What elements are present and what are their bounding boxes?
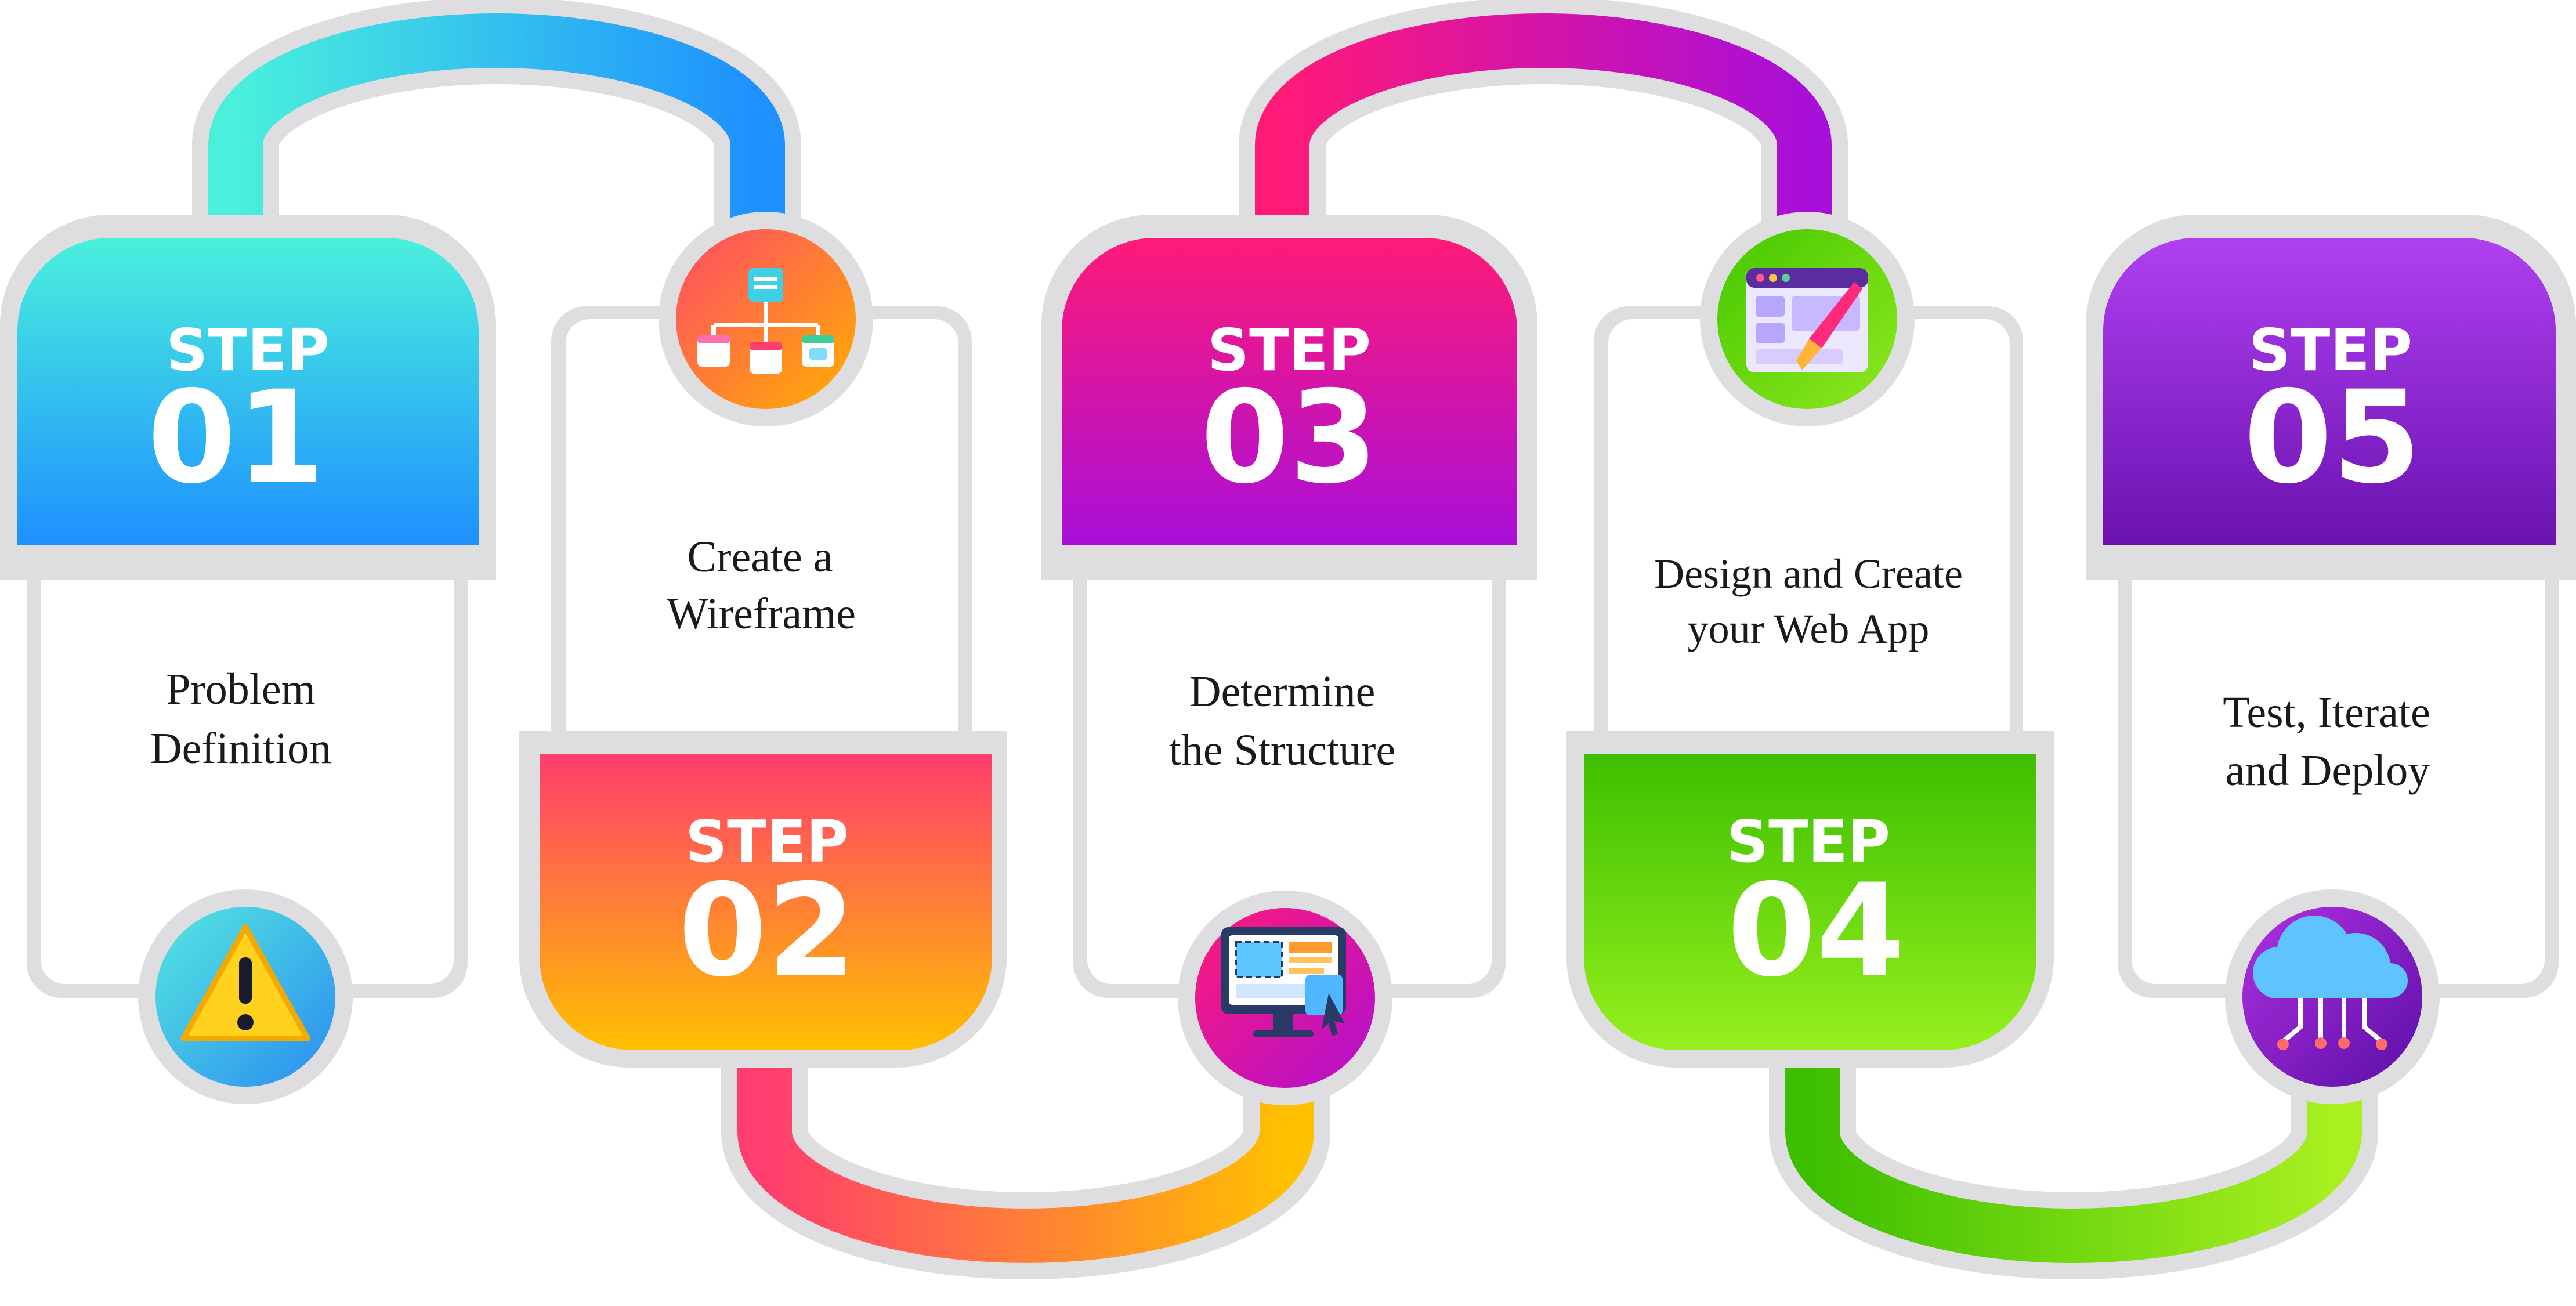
step-card-02: STEP 02 Create a Wireframe — [519, 212, 1007, 1068]
step-desc-03-line1: Determine — [1189, 667, 1376, 716]
step-header-01 — [17, 238, 479, 545]
connector-01-02 — [192, 0, 801, 293]
step-label-05: STEP — [2249, 316, 2412, 384]
step-number-01: 01 — [147, 363, 325, 512]
step-card-01: STEP 01 Problem Definition — [0, 215, 496, 1104]
connector-layer — [192, 0, 2378, 1279]
step-card-03: STEP 03 Determine the Structure — [1041, 215, 1537, 1105]
step-desc-04-line2: your Web App — [1688, 606, 1930, 652]
warning-triangle-icon — [180, 924, 310, 1041]
step-desc-02-line1: Create a — [687, 533, 833, 581]
step-desc-05-line2: and Deploy — [2226, 746, 2430, 795]
step-desc-03-line2: the Structure — [1169, 726, 1395, 775]
step-label-02: STEP — [685, 808, 849, 876]
step-number-04: 04 — [1727, 856, 1905, 1005]
step-header-05 — [2103, 238, 2556, 545]
step-number-02: 02 — [678, 856, 856, 1005]
step-desc-02-line2: Wireframe — [667, 589, 856, 638]
step-desc-01-line1: Problem — [166, 665, 316, 714]
step-card-04: STEP 04 Design and Create your Web App — [1566, 212, 2054, 1068]
step-label-03: STEP — [1207, 316, 1371, 384]
step-icon-03 — [1178, 891, 1392, 1105]
step-icon-02 — [659, 212, 873, 426]
cloud-network-icon — [2252, 916, 2408, 1050]
step-header-03 — [1062, 238, 1517, 545]
step-header-02 — [540, 754, 992, 1050]
step-number-03: 03 — [1200, 363, 1378, 512]
step-header-04 — [1584, 754, 2036, 1050]
connector-03-04 — [1239, 0, 1848, 293]
step-label-04: STEP — [1727, 808, 1890, 876]
step-number-05: 05 — [2244, 363, 2421, 512]
step-card-05: STEP 05 Test, Iterate and Deploy — [2086, 215, 2576, 1104]
step-icon-01 — [138, 889, 353, 1104]
connector-02-03 — [721, 995, 1330, 1279]
step-icon-04 — [1700, 212, 1915, 426]
step-desc-01-line2: Definition — [150, 724, 331, 773]
step-label-01: STEP — [166, 316, 330, 384]
step-icon-05 — [2225, 889, 2440, 1104]
web-design-brush-icon — [1746, 268, 1868, 372]
sitemap-wireframe-icon — [697, 268, 834, 374]
step-desc-05-line1: Test, Iterate — [2223, 688, 2430, 737]
connector-04-05 — [1769, 995, 2378, 1279]
monitor-layout-icon — [1221, 927, 1346, 1037]
step-desc-04-line1: Design and Create — [1654, 551, 1963, 597]
